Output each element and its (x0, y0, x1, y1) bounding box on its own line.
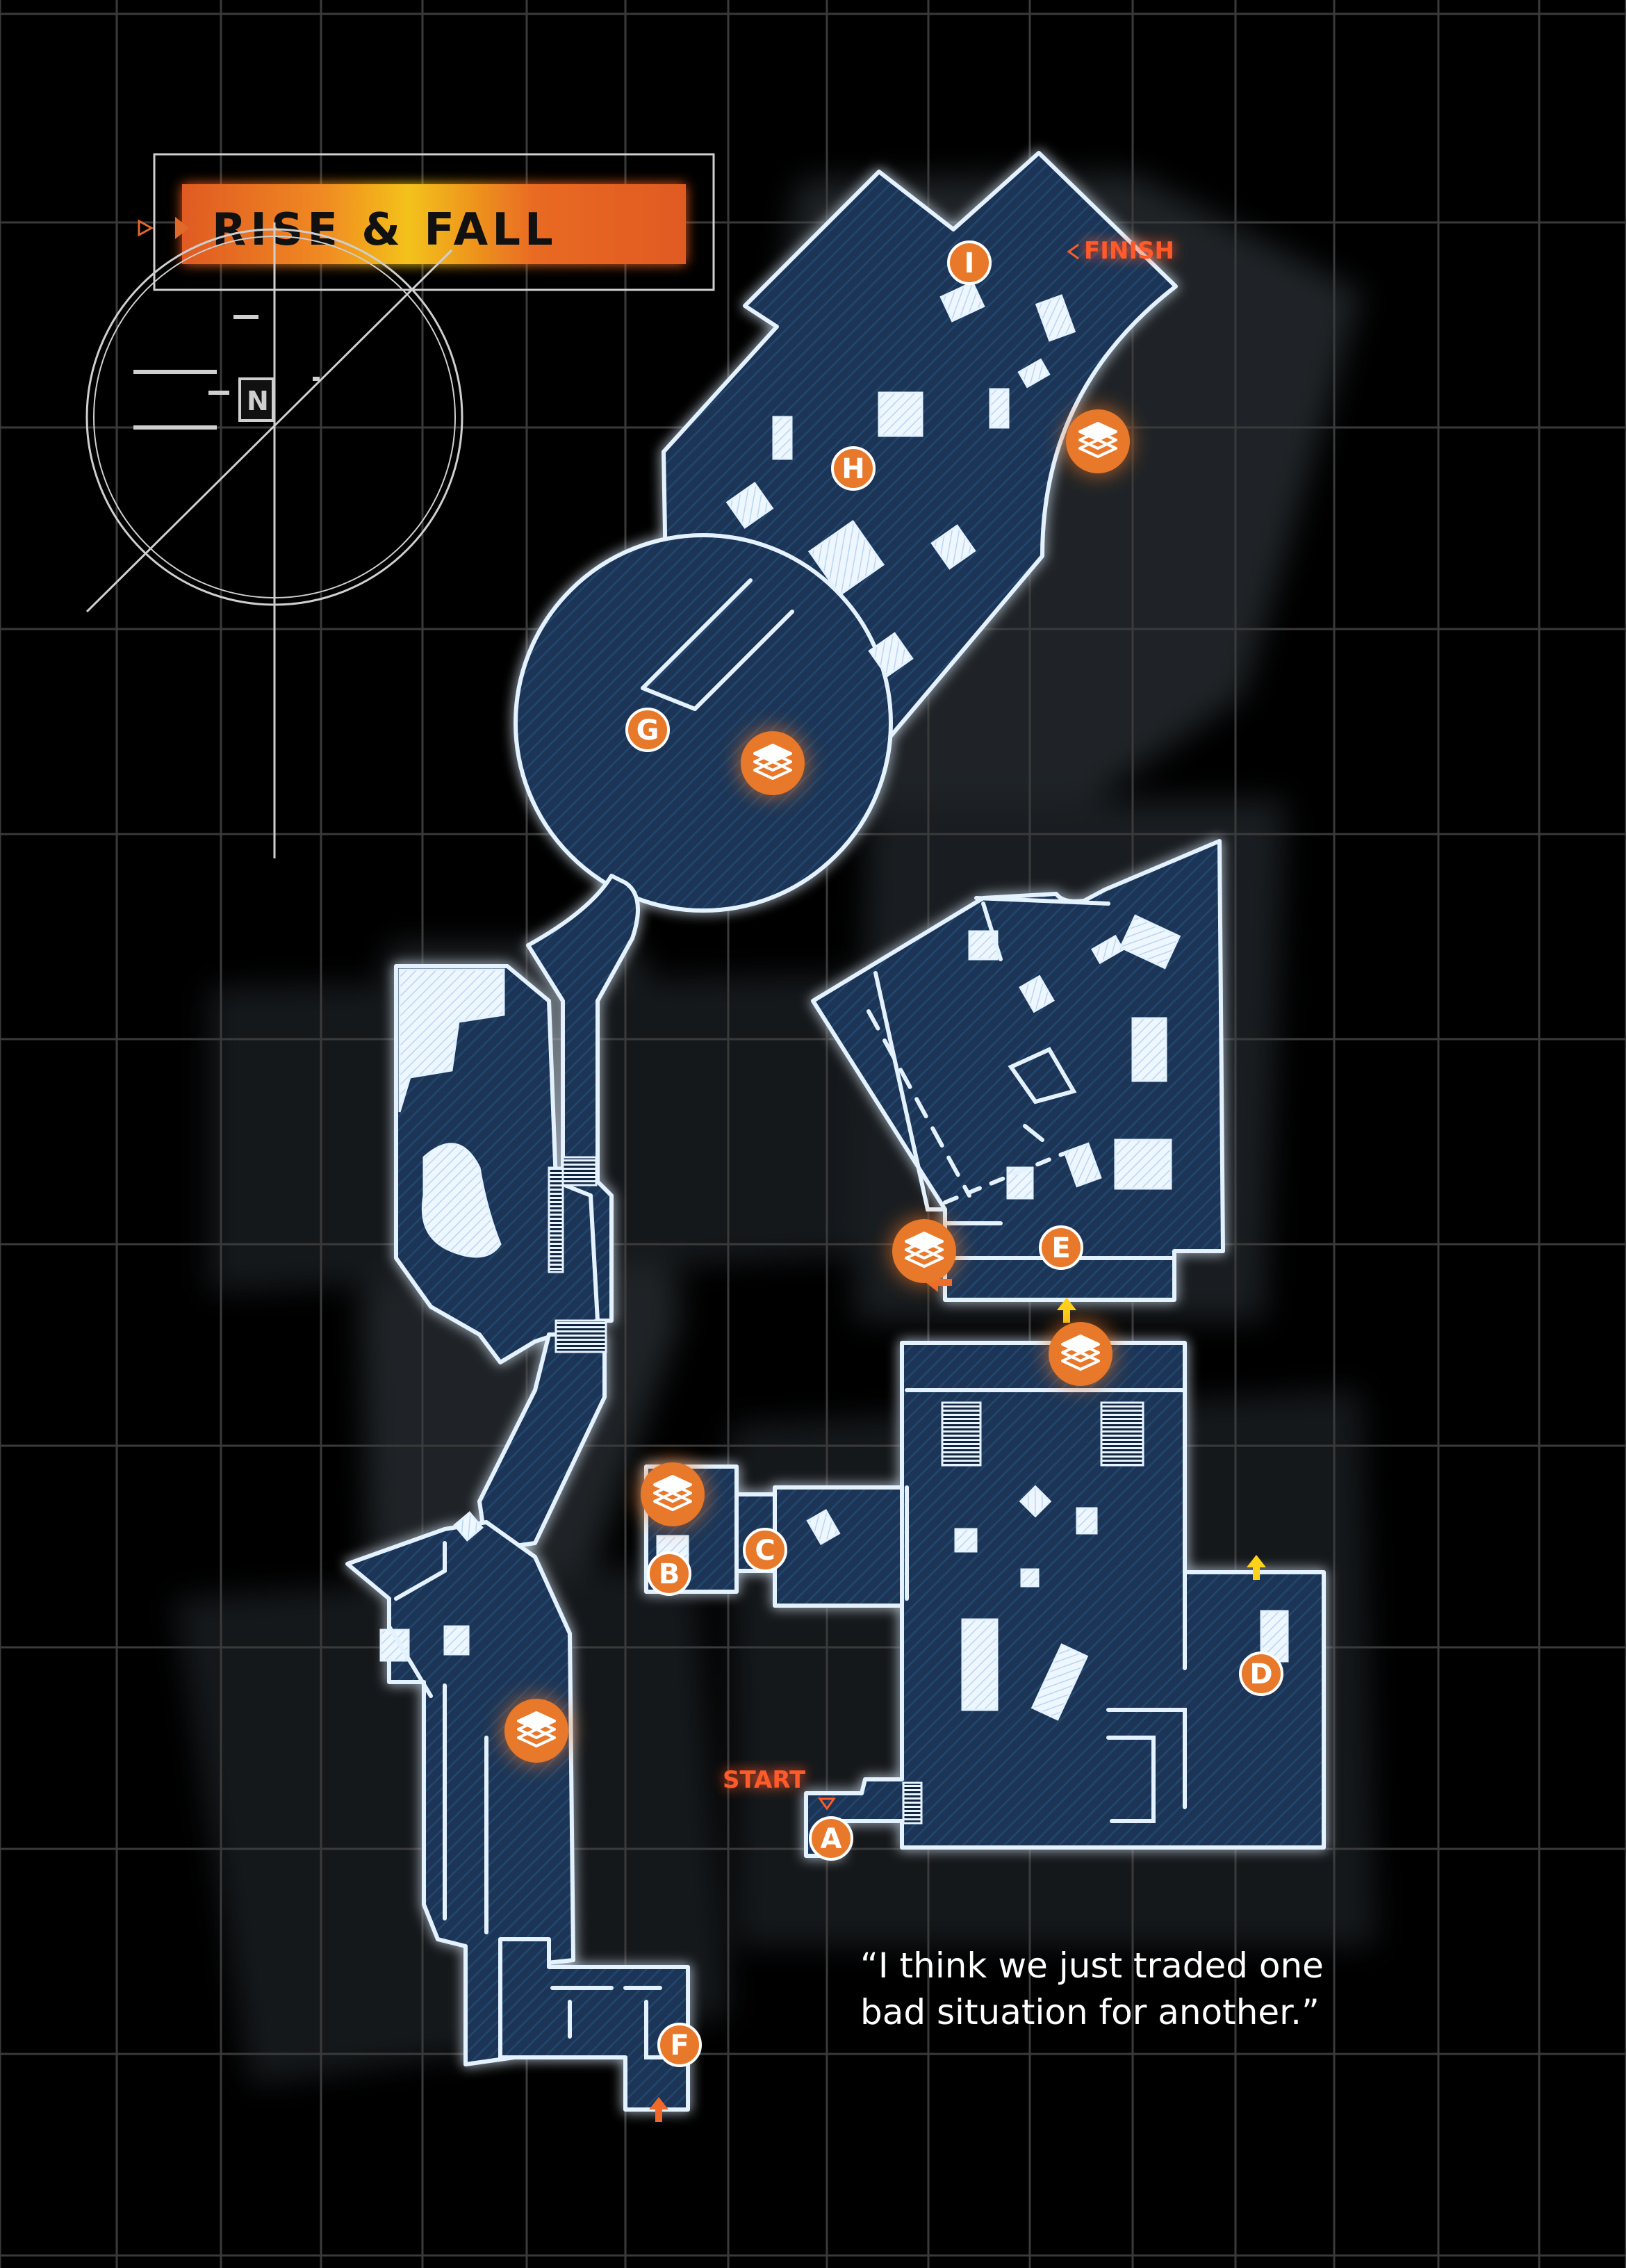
location-markers: A B C D E F G H I (625, 240, 1283, 2067)
pillar (1114, 1139, 1172, 1190)
inner-walls (387, 578, 1187, 2059)
pillar (1017, 358, 1051, 389)
wall-line (981, 902, 1003, 961)
wall-dashed (867, 1009, 971, 1198)
start-label: START (723, 1766, 836, 1811)
layers-icon (638, 1460, 707, 1529)
wall-line (641, 578, 753, 690)
marker-letter: H (841, 453, 864, 485)
marker-c: C (743, 1528, 787, 1572)
pillar (1063, 1142, 1102, 1188)
pool (421, 1143, 502, 1258)
svg-text:START: START (723, 1766, 806, 1794)
layers-icon (889, 1216, 959, 1286)
wall-line (974, 896, 1110, 906)
pillar (379, 1629, 410, 1662)
compass-north-letter: N (247, 386, 269, 416)
marker-b: B (647, 1551, 691, 1596)
layer-icons (502, 407, 1133, 1765)
pillar (954, 1528, 978, 1553)
arrow-icon (649, 2097, 668, 2122)
pillar (443, 1625, 470, 1656)
wall-line (387, 1624, 433, 1698)
svg-text:FINISH: FINISH (1084, 237, 1174, 265)
stairs-block (555, 1319, 607, 1353)
pillar (1076, 1507, 1098, 1535)
wall-line (394, 1541, 447, 1601)
pillar (1019, 974, 1055, 1013)
marker-d: D (1239, 1651, 1283, 1696)
stairs-block (1100, 1401, 1144, 1467)
marker-letter: C (755, 1535, 775, 1567)
pillar (989, 388, 1010, 429)
room-g (514, 533, 893, 913)
marker-a: A (809, 1816, 853, 1861)
pillar (1035, 294, 1076, 342)
pillar (1020, 1568, 1040, 1588)
wall-line (1106, 1736, 1156, 1823)
stairs-block (902, 1781, 923, 1825)
pillar (806, 1508, 841, 1546)
title-block: RISE & FALL (138, 153, 715, 291)
title-arrow-icon-2 (175, 217, 189, 239)
hatched-block (398, 968, 505, 1113)
wall-line (1008, 1047, 1077, 1104)
pillar (1119, 914, 1181, 970)
marker-letter: A (821, 1823, 842, 1855)
pillar (1090, 934, 1125, 965)
pillar (453, 1511, 484, 1542)
marker-f: F (657, 2023, 702, 2067)
marker-i: I (947, 240, 992, 285)
pillar (725, 482, 774, 529)
pillar (930, 524, 976, 570)
marker-letter: F (670, 2030, 689, 2062)
stairs (548, 1156, 1144, 1825)
pillar (939, 281, 985, 323)
arrow-icon (1247, 1555, 1266, 1580)
pillar (868, 632, 914, 678)
marker-g: G (625, 708, 670, 752)
layers-icon (1046, 1319, 1115, 1389)
wall-line (1106, 1708, 1187, 1809)
pillar (961, 1618, 999, 1711)
pillar (772, 416, 793, 460)
marker-letter: D (1249, 1658, 1272, 1690)
wall-line (1023, 1124, 1044, 1142)
stairs-block (548, 1166, 564, 1273)
marker-letter: I (964, 247, 975, 279)
marker-letter: E (1051, 1232, 1070, 1264)
room-c2 (773, 1485, 909, 1608)
finish-label: FINISH (1067, 237, 1174, 265)
marker-letter: B (659, 1558, 680, 1590)
quote-line-1: “I think we just traded one (860, 1945, 1324, 1986)
pillar (1131, 1017, 1167, 1082)
layers-icon (738, 728, 807, 798)
marker-h: H (831, 446, 876, 491)
layers-icon (1063, 407, 1133, 476)
stairs-block (941, 1401, 982, 1467)
marker-e: E (1039, 1225, 1083, 1270)
layers-icon (502, 1696, 571, 1765)
title-arrow-icon (138, 219, 154, 237)
wall-line (641, 686, 697, 711)
stairs-block (561, 1156, 598, 1186)
quote-line-2: bad situation for another.” (860, 1992, 1320, 2032)
pillar (807, 519, 885, 597)
compass-icon: N (85, 222, 463, 858)
pillar (1030, 1643, 1089, 1721)
wall-dashed (943, 1152, 1065, 1205)
pillar (878, 391, 923, 437)
wall-line (693, 610, 794, 711)
pillar (1019, 1485, 1052, 1518)
marker-letter: G (637, 715, 659, 747)
quote: “I think we just traded one bad situatio… (860, 1945, 1324, 2032)
arrow-icon (1057, 1298, 1076, 1323)
obstacles (379, 281, 1289, 1721)
